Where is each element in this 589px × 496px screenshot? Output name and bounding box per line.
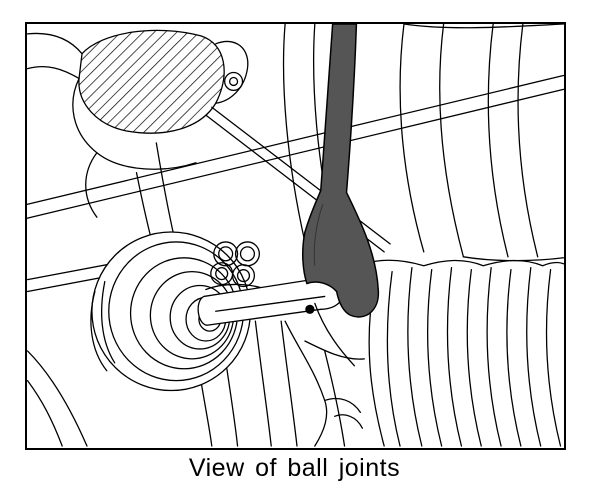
upper-housing: [27, 29, 249, 218]
ball-joint-illustration: [25, 22, 566, 450]
bellows-boot: [363, 259, 564, 447]
figure-caption: View of ball joints: [188, 454, 401, 482]
ball-joint-icon: [90, 231, 345, 392]
lower-linkage: [284, 302, 365, 447]
ball-joint-drawing: [27, 24, 564, 447]
pry-bar-icon: [302, 24, 379, 318]
floor-lines: [27, 320, 346, 447]
